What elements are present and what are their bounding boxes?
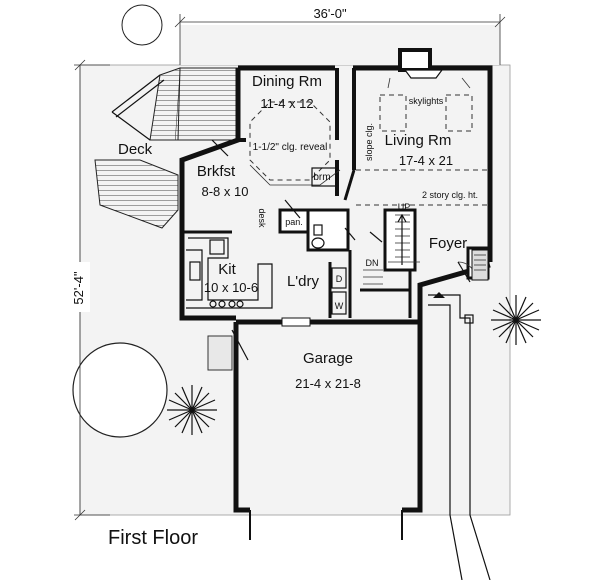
skylights-label: skylights — [409, 96, 444, 106]
dimension-width: 36'-0" — [174, 6, 506, 65]
room-labels: Dining Rm 11-4 x 12 1-1/2" clg. reveal s… — [197, 73, 478, 391]
garage-stoop — [207, 317, 403, 540]
stairs — [363, 213, 420, 285]
two-story-note: 2 story clg. ht. — [422, 190, 478, 200]
slope-ceiling-label: slope clg. — [364, 123, 374, 161]
lawn-top-strip — [180, 25, 500, 65]
shrub-right — [491, 295, 541, 345]
washer-label: W — [335, 301, 344, 311]
desk-label: desk — [257, 208, 267, 228]
dimension-width-label: 36'-0" — [313, 6, 347, 21]
living-room-label: Living Rm — [385, 132, 452, 149]
broom-closet-label: brm — [313, 172, 330, 183]
deck-label: Deck — [118, 141, 153, 158]
entry-porch — [471, 249, 489, 281]
kitchen-label: Kit — [218, 261, 236, 278]
floor-title: First Floor — [108, 527, 198, 549]
stairs-up-label: UP — [398, 202, 411, 212]
washer-dryer — [331, 267, 347, 315]
walkway — [428, 292, 491, 580]
dining-ceiling-reveal — [249, 101, 341, 187]
kitchen-counters — [186, 237, 273, 309]
chimney — [398, 48, 444, 79]
living-room-details — [356, 77, 490, 206]
dining-ceiling-note: 1-1/2" clg. reveal — [253, 142, 328, 153]
kitchen-size: 10 x 10-6 — [204, 280, 258, 295]
foyer-label: Foyer — [429, 235, 467, 252]
dining-room-label: Dining Rm — [252, 73, 322, 90]
breakfast-size: 8-8 x 10 — [202, 184, 249, 199]
dryer-label: D — [336, 274, 343, 284]
pantry-label: pan. — [285, 217, 303, 227]
shrub-bottom — [167, 385, 217, 435]
stairs-down-label: DN — [366, 258, 379, 268]
dimension-depth: 52'-4" — [68, 59, 110, 521]
living-room-size: 17-4 x 21 — [399, 153, 453, 168]
laundry-label: L'dry — [287, 273, 320, 290]
tree-bottom-left — [72, 342, 168, 438]
toilet — [311, 224, 325, 249]
dimension-depth-label: 52'-4" — [71, 271, 86, 305]
deck: Deck — [90, 67, 239, 229]
garage-size: 21-4 x 21-8 — [295, 376, 361, 391]
breakfast-label: Brkfst — [197, 163, 236, 180]
dining-room-size: 11-4 x 12 — [260, 96, 313, 111]
garage-label: Garage — [303, 350, 353, 367]
tree-top-left — [121, 4, 163, 46]
